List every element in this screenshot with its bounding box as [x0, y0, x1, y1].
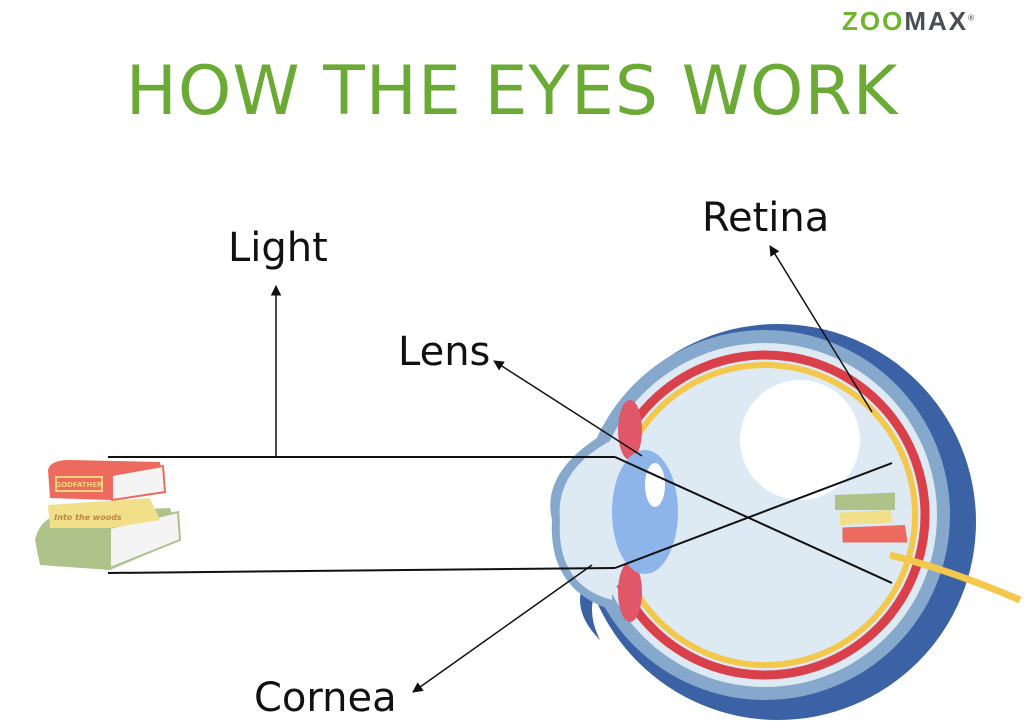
eye-illustration — [550, 324, 1022, 720]
crossing-ray-1 — [614, 456, 893, 584]
light-rays — [107, 456, 893, 584]
retina-pointer-arrow — [769, 245, 873, 413]
zoomax-logo: ZOOMAX® — [842, 6, 976, 37]
logo-dark-part: MAX — [904, 6, 969, 36]
book-title-godfather: GODFATHER — [55, 481, 103, 489]
cornea-pointer-arrow — [412, 564, 593, 693]
page-title: HOW THE EYES WORK — [125, 52, 899, 131]
label-lens: Lens — [398, 329, 491, 375]
logo-green-part: ZOO — [842, 6, 905, 36]
books-illustration: GODFATHER Into the woods — [35, 460, 182, 570]
label-retina: Retina — [702, 195, 830, 241]
lower-ray — [107, 567, 616, 574]
lens-pointer-arrow — [493, 360, 643, 457]
crossing-ray-2 — [614, 462, 893, 569]
label-light: Light — [228, 225, 328, 271]
label-cornea: Cornea — [254, 675, 397, 721]
registered-mark: ® — [968, 13, 977, 23]
book-title-into-the-woods: Into the woods — [54, 513, 122, 522]
